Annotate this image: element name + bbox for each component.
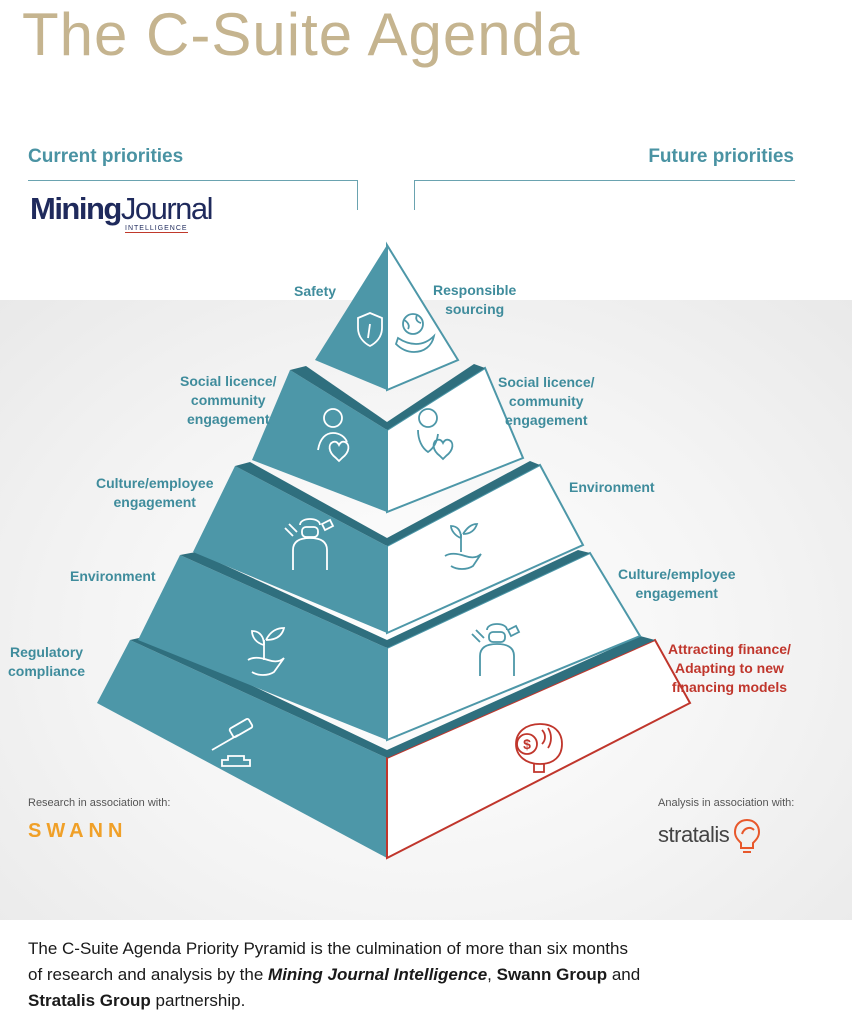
- tier3-left-top: [235, 462, 387, 546]
- worker-icon: [284, 518, 335, 570]
- footer-line2c: and: [607, 965, 641, 984]
- stratalis-bulb-icon: [733, 818, 761, 853]
- footer-line3: partnership.: [150, 991, 246, 1010]
- current-label-5: Regulatory compliance: [8, 643, 85, 681]
- future-label-5: Attracting finance/ Adapting to new fina…: [668, 640, 791, 697]
- worker-icon: [471, 623, 521, 676]
- current-label-5-line1: Regulatory: [9, 644, 84, 660]
- future-label-2-line2: community: [508, 393, 584, 409]
- plant-hand-icon: [444, 523, 482, 570]
- brain-money-icon: $: [515, 723, 563, 773]
- footer-mj: Mining Journal Intelligence: [268, 965, 488, 984]
- tier4-right: [386, 551, 642, 742]
- current-label-3-line2: engagement: [113, 494, 196, 510]
- future-label-5-line1: Attracting finance/: [668, 641, 791, 657]
- mining-journal-logo: MiningJournal INTELLIGENCE: [30, 191, 214, 242]
- future-label-2: Social licence/ community engagement: [498, 373, 595, 430]
- left-rule-drop: [357, 180, 358, 210]
- tier1-left: [315, 245, 387, 390]
- logo-sub: INTELLIGENCE: [125, 225, 188, 233]
- footer-line2b: ,: [487, 965, 497, 984]
- analysis-credit-label: Analysis in association with:: [658, 797, 795, 809]
- current-label-2-line3: engagement: [187, 411, 270, 427]
- future-label-1-line1: Responsible: [433, 282, 517, 298]
- tier2-left-top: [290, 366, 387, 430]
- future-label-2-line1: Social licence/: [498, 374, 595, 390]
- swann-logo: SWANN: [28, 820, 128, 842]
- logo-main-thin: Journal: [120, 191, 214, 226]
- footer-line1: The C-Suite Agenda Priority Pyramid is t…: [28, 939, 628, 958]
- tier5-left-top: [130, 636, 387, 758]
- tier3-right-top: [387, 461, 540, 546]
- future-label-5-line2: Adapting to new: [675, 660, 784, 676]
- future-label-1-line2: sourcing: [445, 301, 505, 317]
- footer-stratalis: Stratalis Group: [28, 991, 151, 1010]
- future-label-4: Culture/employee engagement: [618, 565, 735, 603]
- tier4-right-top: [387, 550, 590, 648]
- current-label-5-line2: compliance: [8, 663, 86, 679]
- future-label-1: Responsible sourcing: [433, 281, 516, 319]
- future-label-5-line3: financing models: [671, 679, 788, 695]
- future-label-4-line2: engagement: [635, 585, 718, 601]
- tier5-left: [97, 640, 387, 858]
- page-title: The C-Suite Agenda: [22, 1, 581, 68]
- tier1-right: [386, 241, 460, 392]
- footer-text: The C-Suite Agenda Priority Pyramid is t…: [28, 936, 828, 1014]
- tier3-left: [193, 466, 387, 633]
- current-label-2: Social licence/ community engagement: [180, 372, 277, 429]
- right-rule-drop: [414, 180, 415, 210]
- right-rule: [414, 180, 795, 181]
- future-priorities-heading: Future priorities: [648, 146, 794, 167]
- globe-hand-icon: [394, 313, 436, 353]
- tier4-left: [138, 555, 387, 740]
- person-heart-icon: [317, 408, 350, 463]
- tier5-right-top: [387, 636, 655, 758]
- tier2-left: [252, 370, 387, 512]
- footer-swann: Swann Group: [496, 965, 608, 984]
- current-label-4: Environment: [70, 568, 156, 584]
- stratalis-logo: stratalis: [658, 822, 730, 847]
- tier2-right-top: [387, 364, 485, 430]
- left-rule: [28, 180, 358, 181]
- current-label-2-line2: community: [190, 392, 266, 408]
- tier4-left-top: [180, 552, 387, 648]
- future-label-3: Environment: [569, 479, 655, 495]
- current-label-3: Culture/employee engagement: [96, 474, 213, 512]
- current-label-1: Safety: [294, 283, 337, 299]
- footer-line2a: of research and analysis by the: [28, 965, 269, 984]
- person-heart-icon: [417, 408, 454, 461]
- gavel-icon: [211, 718, 254, 767]
- logo-main-bold: Mining: [30, 191, 122, 226]
- current-label-2-line1: Social licence/: [180, 373, 277, 389]
- current-label-3-line1: Culture/employee: [96, 475, 214, 491]
- shield-icon: [357, 312, 383, 348]
- future-label-4-line1: Culture/employee: [618, 566, 736, 582]
- future-label-2-line3: engagement: [505, 412, 588, 428]
- research-credit-label: Research in association with:: [28, 797, 171, 809]
- current-priorities-heading: Current priorities: [28, 146, 184, 167]
- svg-text:$: $: [523, 736, 531, 752]
- plant-hand-icon: [247, 627, 286, 676]
